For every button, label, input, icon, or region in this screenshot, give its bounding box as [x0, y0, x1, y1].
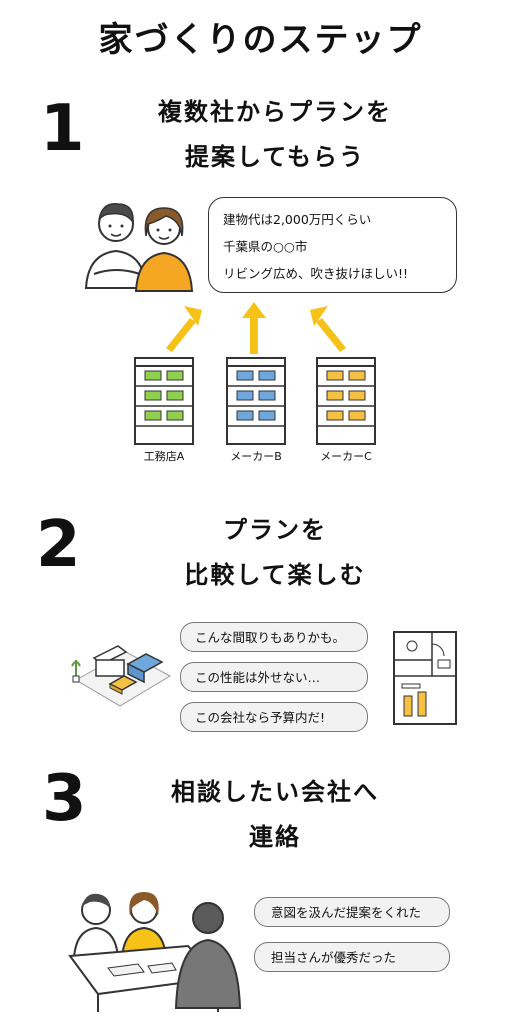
meeting-illustration: [68, 892, 242, 1012]
room-illustration: [71, 645, 172, 707]
step-1-title-line-2: 提案してもらう: [184, 143, 366, 171]
step-3-number: 3: [42, 762, 87, 836]
company-label-a: 工務店A: [143, 450, 185, 463]
comment-bubble-budget: この会社なら予算内だ!: [180, 702, 368, 732]
arrows-group: [166, 302, 346, 354]
request-bubble: 建物代は2,000万円くらい 千葉県の○○市 リビング広め、吹き抜けほしい!!: [208, 197, 457, 293]
building-c: [316, 357, 376, 445]
company-label-b: メーカーB: [230, 450, 282, 463]
request-line-budget: 建物代は2,000万円くらい: [223, 212, 372, 227]
step-2-title-line-2: 比較して楽しむ: [184, 561, 366, 589]
arrow-center-icon: [242, 302, 266, 354]
comment-bubble-layout: こんな間取りもありかも。: [180, 622, 368, 652]
arrow-right-icon: [310, 306, 346, 352]
comment-bubble-performance: この性能は外せない…: [180, 662, 368, 692]
company-label-c: メーカーC: [320, 450, 372, 463]
building-b: [226, 357, 286, 445]
comment-bubble-staff: 担当さんが優秀だった: [254, 942, 450, 972]
step-2-title-line-1: プランを: [223, 516, 327, 544]
step-1-title-line-1: 複数社からプランを: [158, 98, 392, 126]
request-line-location: 千葉県の○○市: [223, 239, 308, 254]
arrow-left-icon: [166, 306, 202, 352]
floor-plan-illustration: [393, 631, 457, 725]
page-title: 家づくりのステップ: [98, 20, 423, 60]
step-3-title-line-2: 連絡: [249, 823, 301, 851]
step-1-number: 1: [40, 92, 85, 166]
step-3-title-line-1: 相談したい会社へ: [171, 778, 379, 806]
building-a: [134, 357, 194, 445]
couple-illustration: [84, 203, 194, 292]
step-2-number: 2: [36, 508, 81, 582]
comment-bubble-proposal: 意図を汲んだ提案をくれた: [254, 897, 450, 927]
request-line-living: リビング広め、吹き抜けほしい!!: [223, 266, 409, 281]
